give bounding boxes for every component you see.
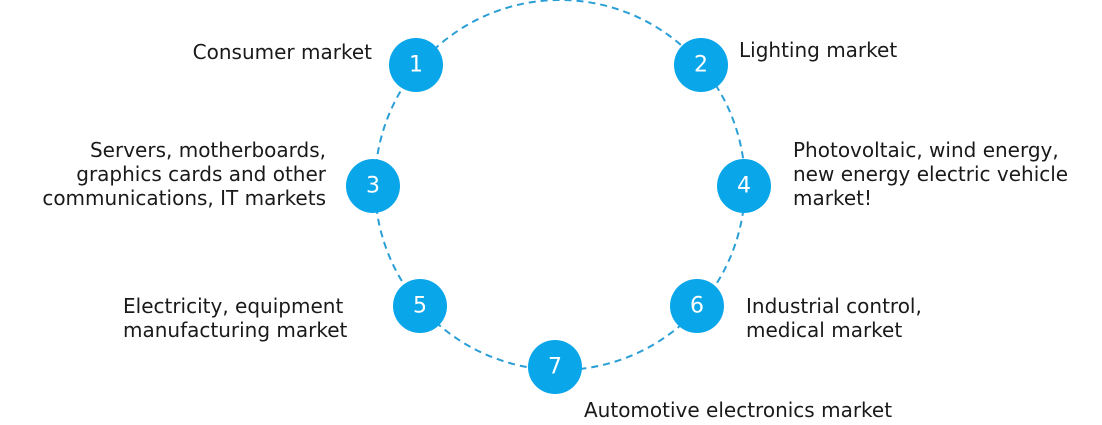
label-line: manufacturing market <box>123 318 348 342</box>
node-number: 7 <box>548 355 562 380</box>
label-line: new energy electric vehicle <box>793 162 1069 186</box>
label-line: Automotive electronics market <box>584 398 893 422</box>
label-line: Lighting market <box>739 38 898 62</box>
node-6: 6 <box>670 279 724 333</box>
node-1: 1 <box>389 38 443 92</box>
label-photovoltaic-market: Photovoltaic, wind energy, new energy el… <box>793 138 1068 210</box>
label-line: Consumer market <box>192 40 372 64</box>
label-line: graphics cards and other <box>76 162 326 186</box>
label-consumer-market: Consumer market <box>193 40 372 64</box>
node-circle <box>346 159 400 213</box>
node-number: 5 <box>413 294 427 319</box>
node-circle <box>528 340 582 394</box>
node-number: 3 <box>366 174 380 199</box>
label-line: Servers, motherboards, <box>89 138 326 162</box>
label-line: market! <box>793 186 872 210</box>
label-line: Photovoltaic, wind energy, <box>793 138 1059 162</box>
label-line: Industrial control, <box>746 294 922 318</box>
node-circle <box>389 38 443 92</box>
label-line: communications, IT markets <box>42 186 326 210</box>
node-3: 3 <box>346 159 400 213</box>
node-number: 4 <box>737 174 751 199</box>
label-line: medical market <box>746 318 903 342</box>
label-electricity-equipment-market: Electricity, equipment manufacturing mar… <box>123 294 347 342</box>
node-2: 2 <box>674 38 728 92</box>
node-7: 7 <box>528 340 582 394</box>
node-5: 5 <box>393 279 447 333</box>
label-servers-it-markets: Servers, motherboards, graphics cards an… <box>42 138 326 210</box>
node-4: 4 <box>717 159 771 213</box>
node-circle <box>717 159 771 213</box>
label-lighting-market: Lighting market <box>739 38 897 62</box>
node-circle <box>674 38 728 92</box>
label-automotive-electronics-market: Automotive electronics market <box>584 398 892 422</box>
label-industrial-medical-market: Industrial control, medical market <box>746 294 922 342</box>
node-number: 2 <box>694 53 708 78</box>
node-number: 1 <box>409 53 423 78</box>
label-line: Electricity, equipment <box>123 294 344 318</box>
node-number: 6 <box>690 294 704 319</box>
node-circle <box>670 279 724 333</box>
node-circle <box>393 279 447 333</box>
